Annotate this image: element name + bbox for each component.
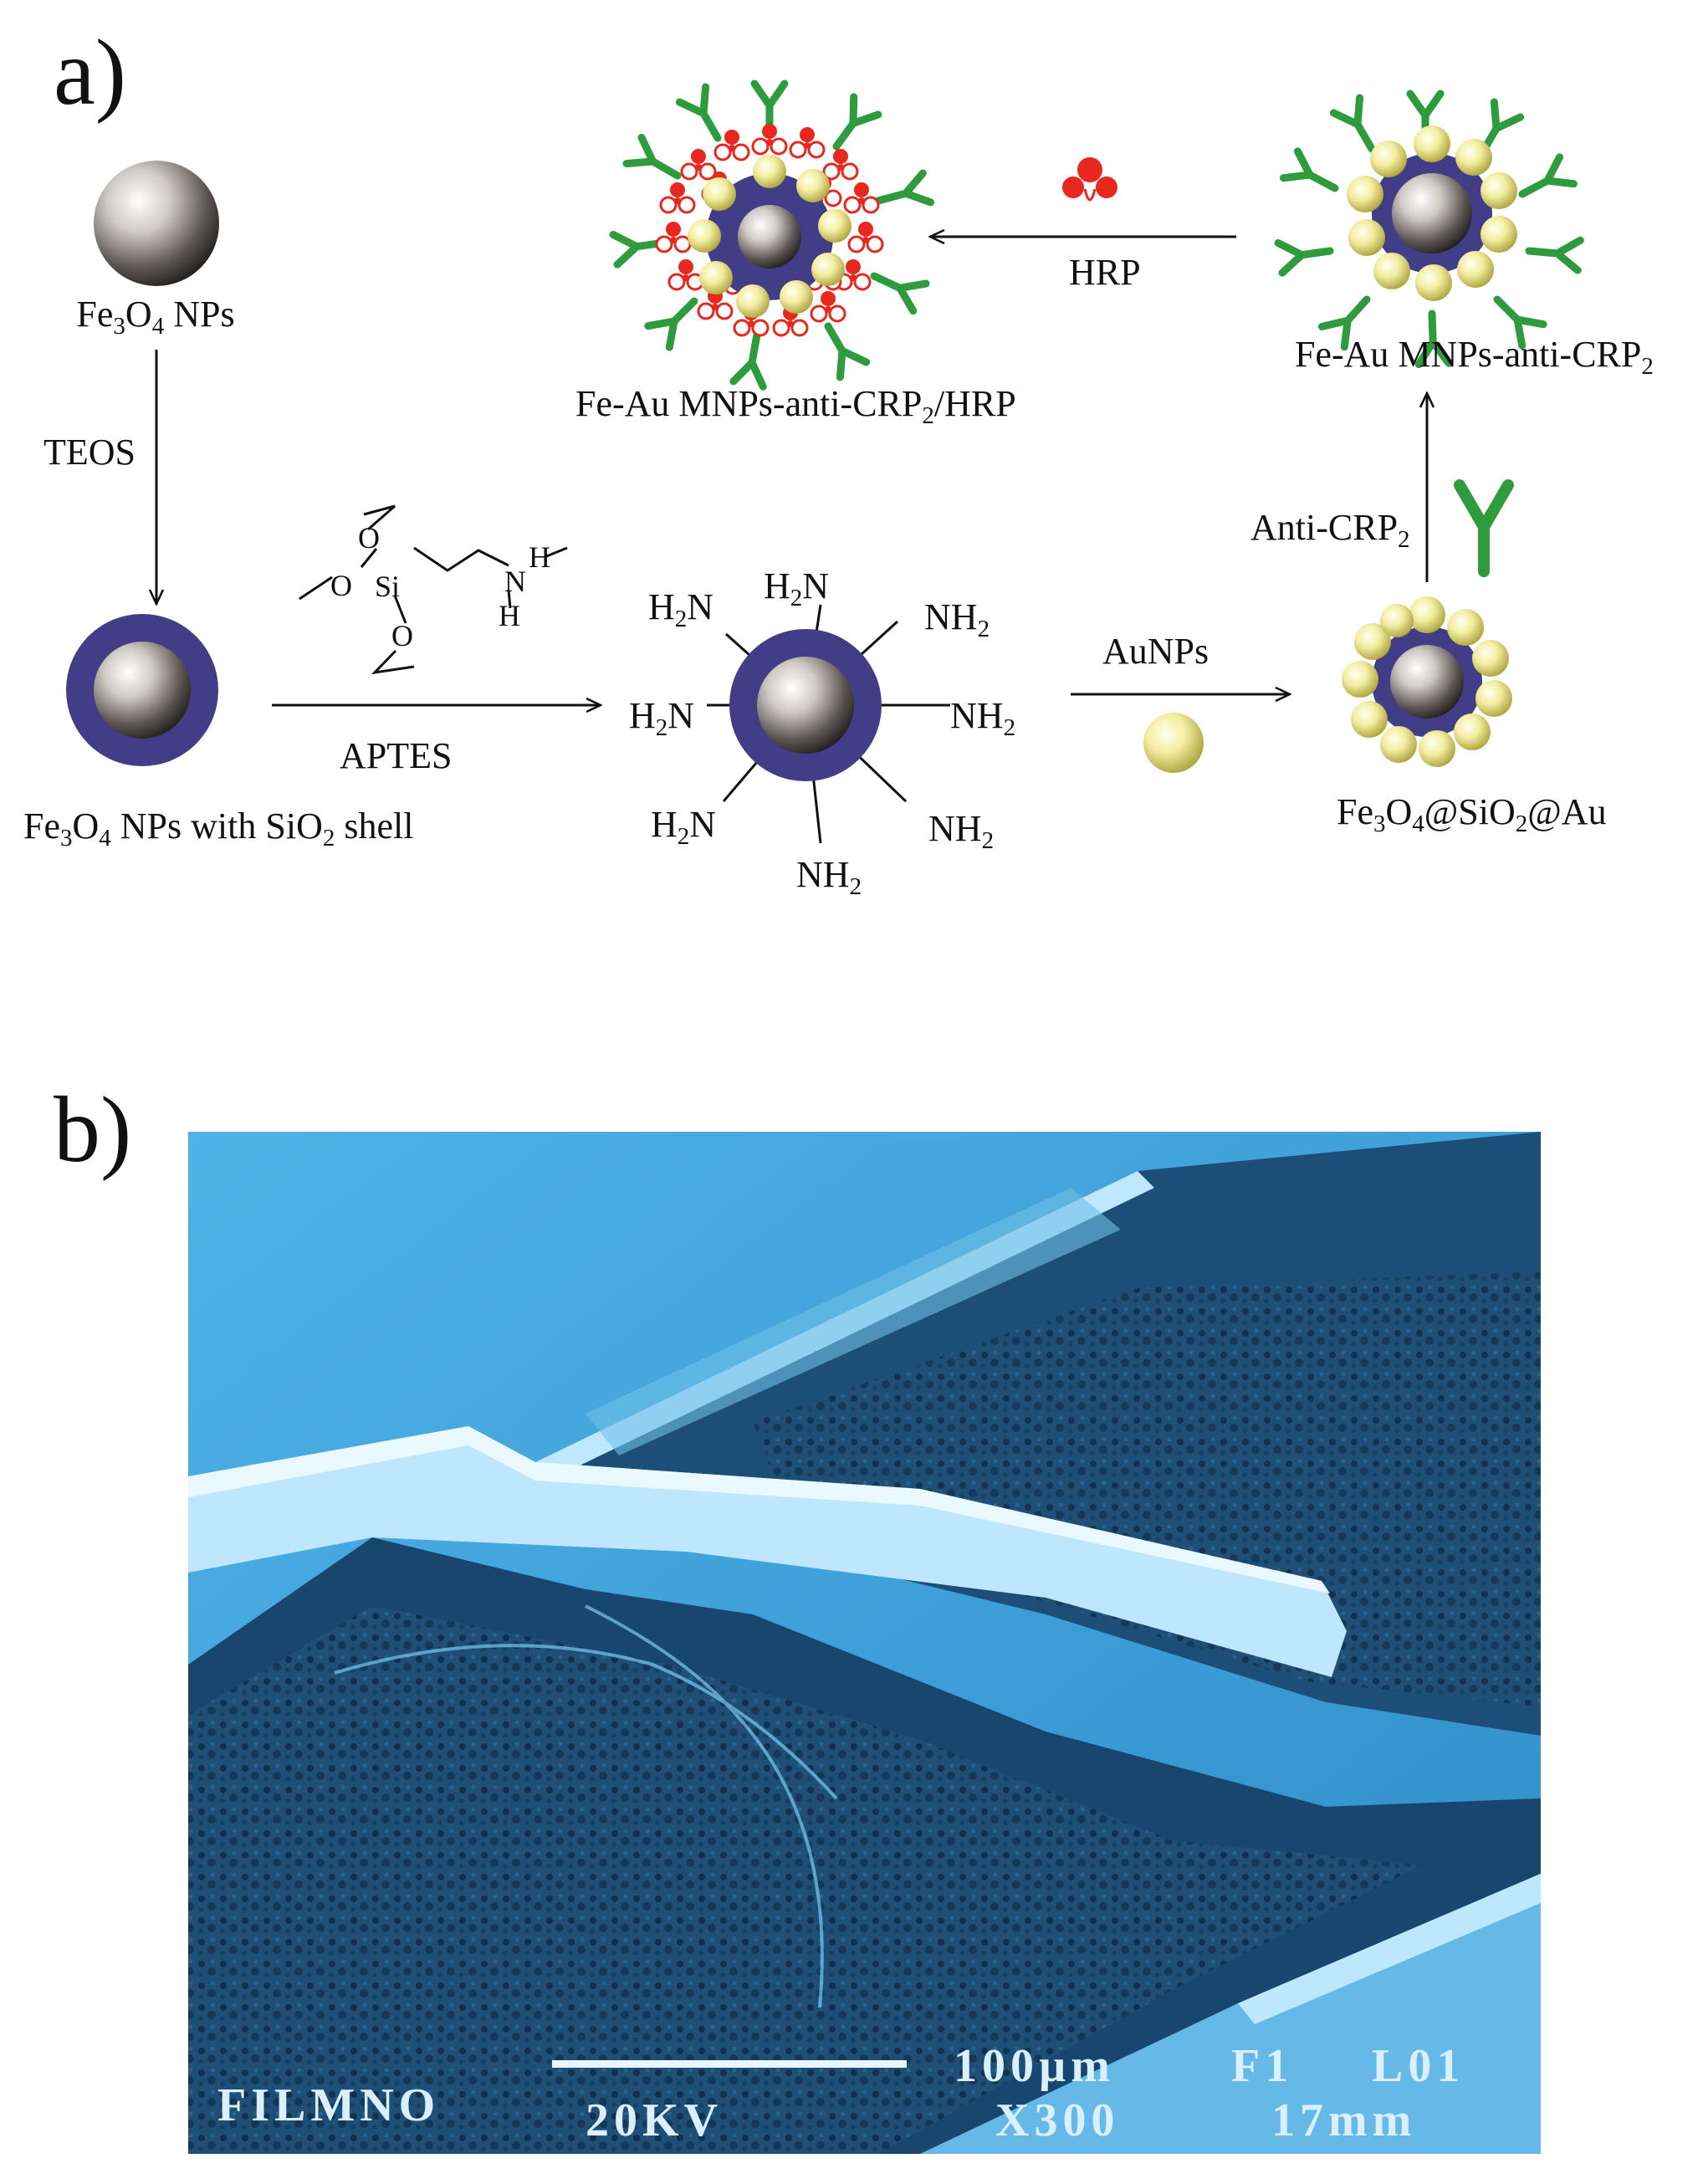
hrp-icon: [1062, 157, 1117, 202]
fe3o4-nanoparticle: [94, 161, 219, 286]
sem-mode-label: FILMNO: [217, 2079, 440, 2131]
anti-crp-label: Anti-CRP2: [1250, 507, 1410, 553]
aunps-label: AuNPs: [1102, 631, 1209, 672]
sem-magnification-label: X300: [995, 2094, 1119, 2146]
fe-au-anti-crp-hrp-particle: [613, 84, 931, 386]
fe-au-anti-crp-label: Fe-Au MNPs-anti-CRP2: [1295, 334, 1654, 380]
gold-shell-2: [1347, 125, 1517, 301]
sem-frame-label: F1: [1231, 2040, 1293, 2092]
amine-group-ur: NH2: [924, 596, 990, 642]
aptes-label: APTES: [340, 735, 452, 776]
amine-group-lr: NH2: [928, 808, 994, 854]
sem-voltage-label: 20KV: [586, 2094, 723, 2146]
aptes-structure: [299, 504, 568, 675]
fe3o4-sio2-au-particle: [1342, 596, 1512, 767]
hrp-label: HRP: [1069, 252, 1141, 293]
amine-group-top: H2N: [764, 565, 829, 611]
core: [94, 642, 191, 739]
aptes-o2: O: [330, 569, 352, 602]
sio2-shell-label: Fe3O4 NPs with SiO2 shell: [23, 806, 413, 852]
sem-scale-label: 100µm: [954, 2040, 1115, 2092]
antibody-icon: [1454, 479, 1514, 577]
aptes-h2: H: [499, 599, 520, 632]
amine-group-bottom: NH2: [796, 854, 862, 900]
fe-au-anti-crp-particle: [1278, 94, 1580, 365]
sem-distance-label: 17mm: [1271, 2094, 1416, 2146]
panel-b-label: b): [54, 1078, 131, 1182]
aptes-n: N: [504, 565, 526, 598]
gold-nanoparticle-icon: [1143, 713, 1204, 773]
amine-particle-core: [757, 657, 854, 754]
gold-shell-3: [688, 155, 851, 318]
gold-shell: [1342, 596, 1512, 767]
sem-line-label: L01: [1372, 2040, 1465, 2092]
teos-label: TEOS: [43, 432, 136, 473]
panel-a-label: a): [54, 21, 126, 125]
aptes-o3: O: [391, 619, 413, 652]
aptes-o1: O: [358, 521, 380, 555]
fe3o4-sio2-au-label: Fe3O4@SiO2@Au: [1337, 791, 1607, 837]
aptes-si: Si: [375, 570, 400, 603]
fe-au-anti-crp-hrp-label: Fe-Au MNPs-anti-CRP2/HRP: [575, 383, 1016, 429]
amine-group-left: H2N: [629, 695, 694, 741]
amine-group-ll: H2N: [651, 804, 716, 850]
amine-group-ul: H2N: [648, 586, 713, 632]
fe3o4-label: Fe3O4 NPs: [76, 294, 234, 340]
sem-scale-bar: [552, 2060, 907, 2068]
sem-micrograph: [188, 1132, 1541, 2154]
aptes-h1: H: [529, 540, 550, 574]
amine-group-right: NH2: [950, 695, 1015, 741]
